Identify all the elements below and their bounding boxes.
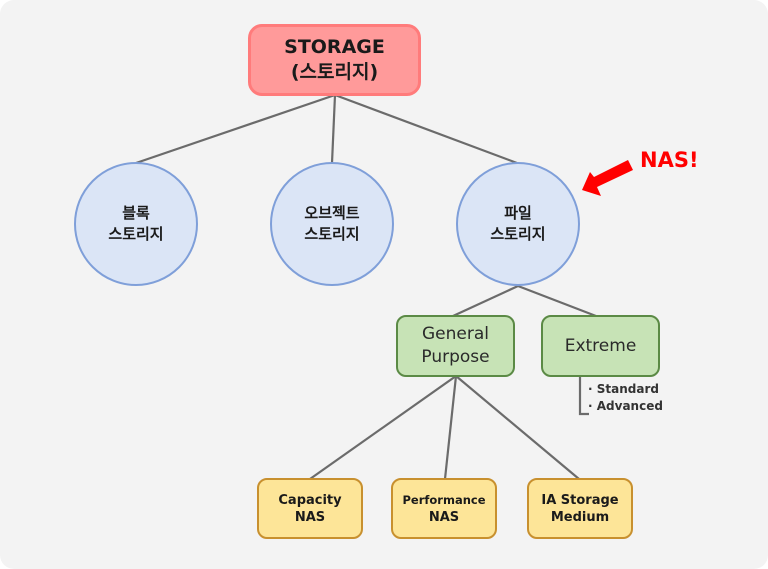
node-label-line2: Medium [550,509,610,525]
node-label-line2: NAS [428,509,460,525]
root-node-storage: STORAGE (스토리지) [248,24,421,96]
root-subtitle: (스토리지) [290,61,379,83]
connector-file-general [452,285,519,317]
extreme-option-standard: Standard [588,381,663,398]
node-extreme: Extreme [541,315,660,377]
node-label-line2: 스토리지 [108,225,164,243]
node-label-line1: Capacity [278,492,342,508]
node-label-line1: 오브젝트 [304,204,360,222]
arrow-icon [582,160,633,196]
connector-root-object [330,94,337,164]
extreme-options-list: Standard Advanced [588,381,663,415]
nas-callout: NAS! [640,148,699,172]
node-ia-storage-medium: IA Storage Medium [527,478,633,539]
node-label-line1: 블록 [122,204,150,222]
node-block-storage: 블록 스토리지 [74,162,198,286]
node-label-line1: IA Storage [541,492,619,508]
root-title: STORAGE [284,36,385,58]
extreme-options-bracket [578,377,589,416]
node-label-line2: NAS [294,509,326,525]
connector-root-block [135,93,336,165]
connector-root-file [334,93,518,165]
node-file-storage: 파일 스토리지 [456,162,580,286]
node-label-line2: Purpose [421,347,490,367]
node-label-line2: 스토리지 [490,225,546,243]
node-object-storage: 오브젝트 스토리지 [270,162,394,286]
connector-general-performance [443,375,458,480]
node-general-purpose: General Purpose [396,315,515,377]
node-label-line1: Performance [402,492,486,507]
node-label-line1: General [422,324,489,344]
extreme-option-advanced: Advanced [588,398,663,415]
node-label-line2: 스토리지 [304,225,360,243]
node-capacity-nas: Capacity NAS [257,478,363,539]
node-label-line1: Extreme [564,335,637,356]
connector-general-ia [455,375,580,480]
connector-file-extreme [517,284,597,318]
node-label-line1: 파일 [504,204,532,222]
connector-general-capacity [309,375,457,480]
node-performance-nas: Performance NAS [391,478,497,539]
